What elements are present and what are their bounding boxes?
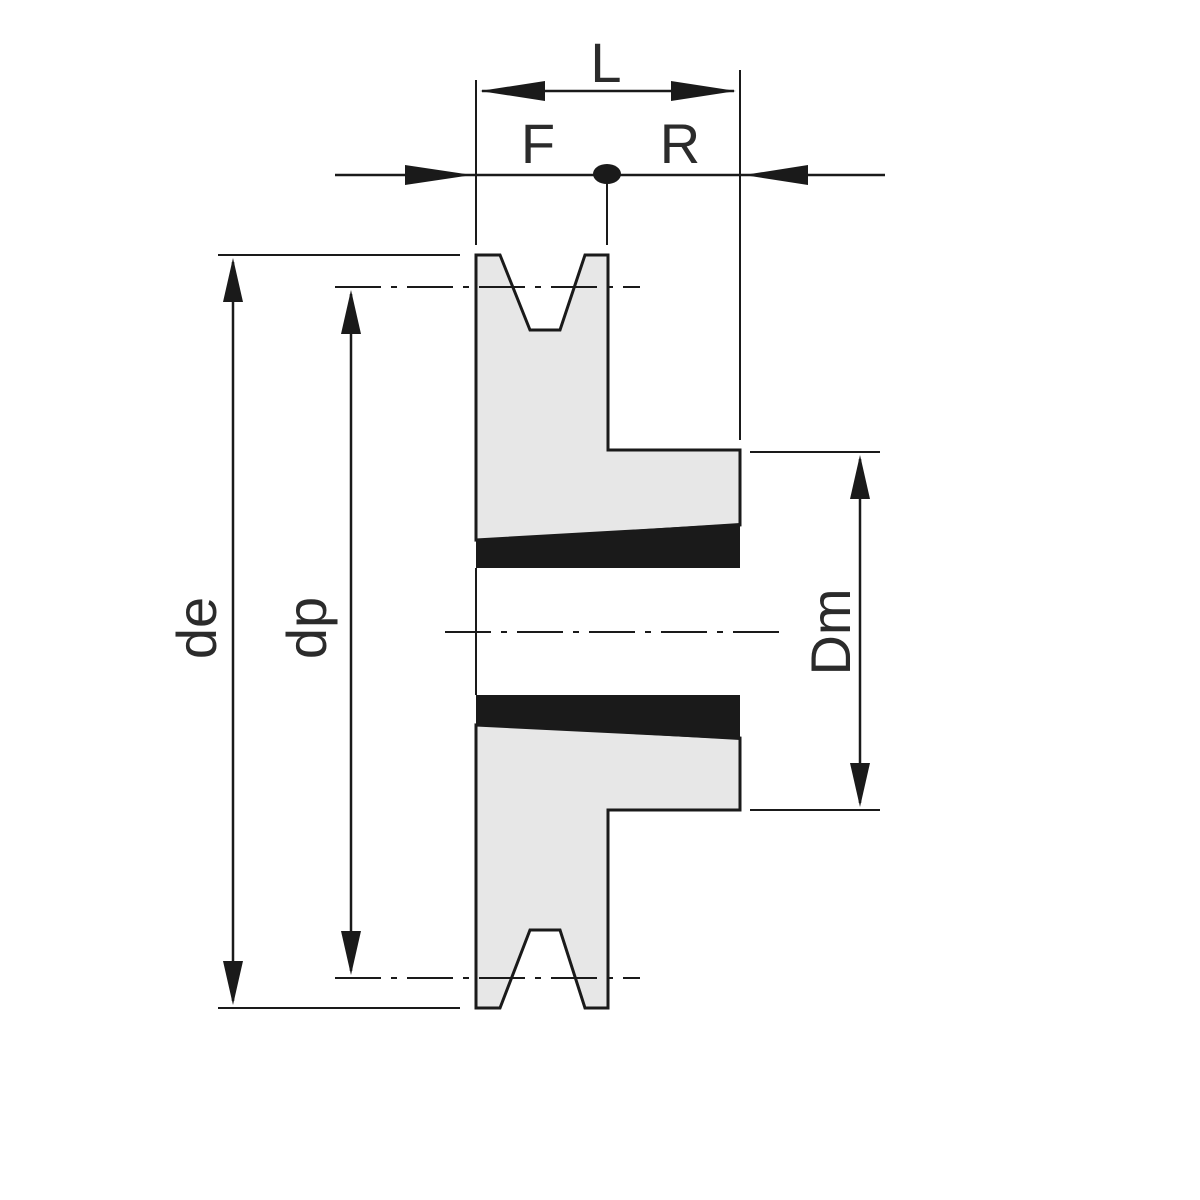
pulley-lower-half	[474, 723, 742, 1010]
l-arrow-left	[480, 81, 545, 101]
dp-arrow-bottom	[341, 931, 361, 975]
l-arrow-right	[671, 81, 736, 101]
taper-bushing-lower	[476, 695, 740, 740]
dm-arrow-bottom	[850, 763, 870, 807]
pulley-upper-half	[474, 253, 742, 542]
taper-bushing-upper	[476, 523, 740, 568]
de-arrow-top	[223, 258, 243, 302]
dm-arrow-top	[850, 455, 870, 499]
de-arrow-bottom	[223, 961, 243, 1005]
label-dp: dp	[275, 597, 338, 659]
label-de: de	[165, 597, 228, 659]
dp-arrow-top	[341, 290, 361, 334]
f-arrow	[405, 165, 472, 185]
label-l: L	[590, 31, 621, 94]
r-arrow	[744, 165, 808, 185]
label-dm: Dm	[799, 588, 862, 675]
label-f: F	[521, 112, 555, 175]
label-r: R	[660, 112, 700, 175]
reference-point-marker	[593, 164, 621, 184]
